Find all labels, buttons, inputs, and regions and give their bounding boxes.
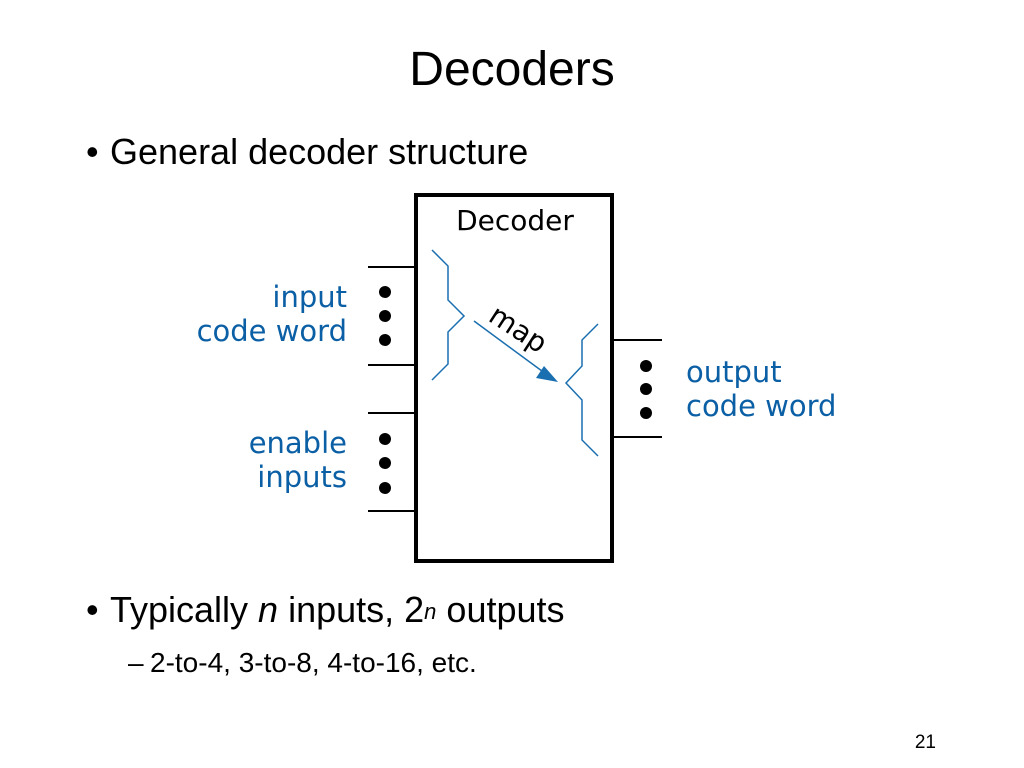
output-label-line2: code word — [686, 389, 837, 423]
input-label-line2: code word — [196, 314, 347, 348]
subbullet-text: 2-to-4, 3-to-8, 4-to-16, etc. — [150, 647, 477, 678]
slide-number: 21 — [914, 732, 936, 753]
output-code-word-label: output code word — [686, 355, 836, 423]
enable-label-line1: enable — [248, 426, 347, 460]
enable-label-line2: inputs — [257, 460, 347, 494]
bullet-text-prefix: Typically — [110, 589, 259, 630]
enable-vertical-dots-icon — [379, 433, 391, 494]
bullet-marker: • — [86, 131, 99, 172]
output-brace-icon — [564, 323, 599, 457]
bullet-text-n: n — [258, 589, 279, 630]
map-label: map — [483, 298, 553, 360]
map-arrow-head-icon — [536, 366, 558, 382]
input-vertical-dots-icon — [379, 286, 391, 346]
subbullet-marker: – — [128, 647, 144, 678]
subbullet-examples: –2-to-4, 3-to-8, 4-to-16, etc. — [128, 646, 477, 680]
bullet-text-middle: inputs, 2 — [278, 589, 425, 630]
bullet-text-suffix: outputs — [436, 589, 565, 630]
decoder-box — [414, 193, 614, 563]
decoder-box-label: Decoder — [456, 204, 574, 237]
output-vertical-dots-icon — [640, 360, 652, 419]
map-arrow-line — [473, 320, 547, 375]
output-label-line1: output — [686, 355, 782, 389]
bullet-text-superscript: n — [424, 599, 437, 624]
bullet-marker: • — [86, 589, 99, 630]
input-brace-icon — [431, 249, 466, 381]
input-code-word-label: input code word — [180, 280, 347, 348]
slide-title: Decoders — [409, 43, 615, 96]
bullet-typical-io: • Typically n inputs, 2n outputs — [86, 588, 565, 632]
bullet-text: General decoder structure — [110, 131, 529, 172]
input-label-line1: input — [272, 280, 347, 314]
enable-inputs-label: enable inputs — [180, 426, 347, 494]
bullet-general-structure: • General decoder structure — [86, 130, 528, 174]
